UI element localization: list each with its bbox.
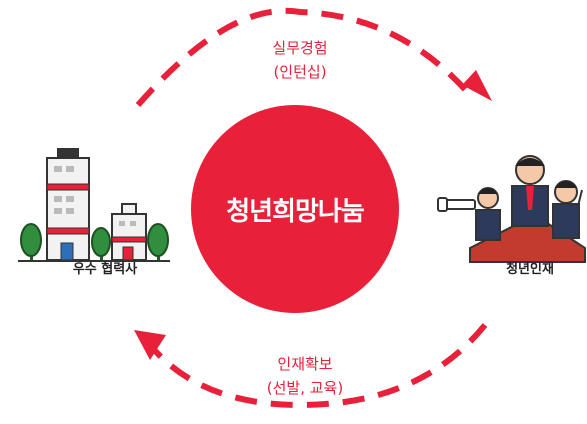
top-flow-label: 실무경험 (인턴십)	[255, 36, 345, 84]
center-title: 청년희망나눔	[226, 196, 365, 227]
small-building-icon	[111, 203, 147, 261]
bottom-arrow-head	[134, 330, 166, 360]
bottom-flow-label: 인재확보 (선발, 교육)	[255, 352, 355, 400]
person-icon	[552, 180, 583, 239]
tree-icon	[91, 227, 111, 260]
bottom-flow-line2: (선발, 교육)	[266, 379, 344, 397]
tall-building-icon	[46, 148, 90, 261]
person-icon	[511, 155, 549, 227]
left-party-label: 우수 협력사	[72, 262, 138, 277]
top-arrow-head	[462, 70, 492, 101]
top-cycle-arc	[135, 7, 473, 107]
bottom-flow-line1: 인재확보	[277, 355, 333, 373]
bottom-cycle-arc	[147, 323, 488, 409]
person-icon	[475, 187, 501, 241]
tree-icon	[20, 223, 42, 260]
tree-icon	[147, 223, 169, 260]
top-flow-line1: 실무경험	[272, 39, 328, 57]
top-flow-line2: (인턴십)	[273, 63, 327, 81]
telescope-icon	[437, 197, 476, 212]
right-party-label: 청년인재	[506, 262, 554, 277]
center-circle: 청년희망나눔	[191, 105, 399, 313]
